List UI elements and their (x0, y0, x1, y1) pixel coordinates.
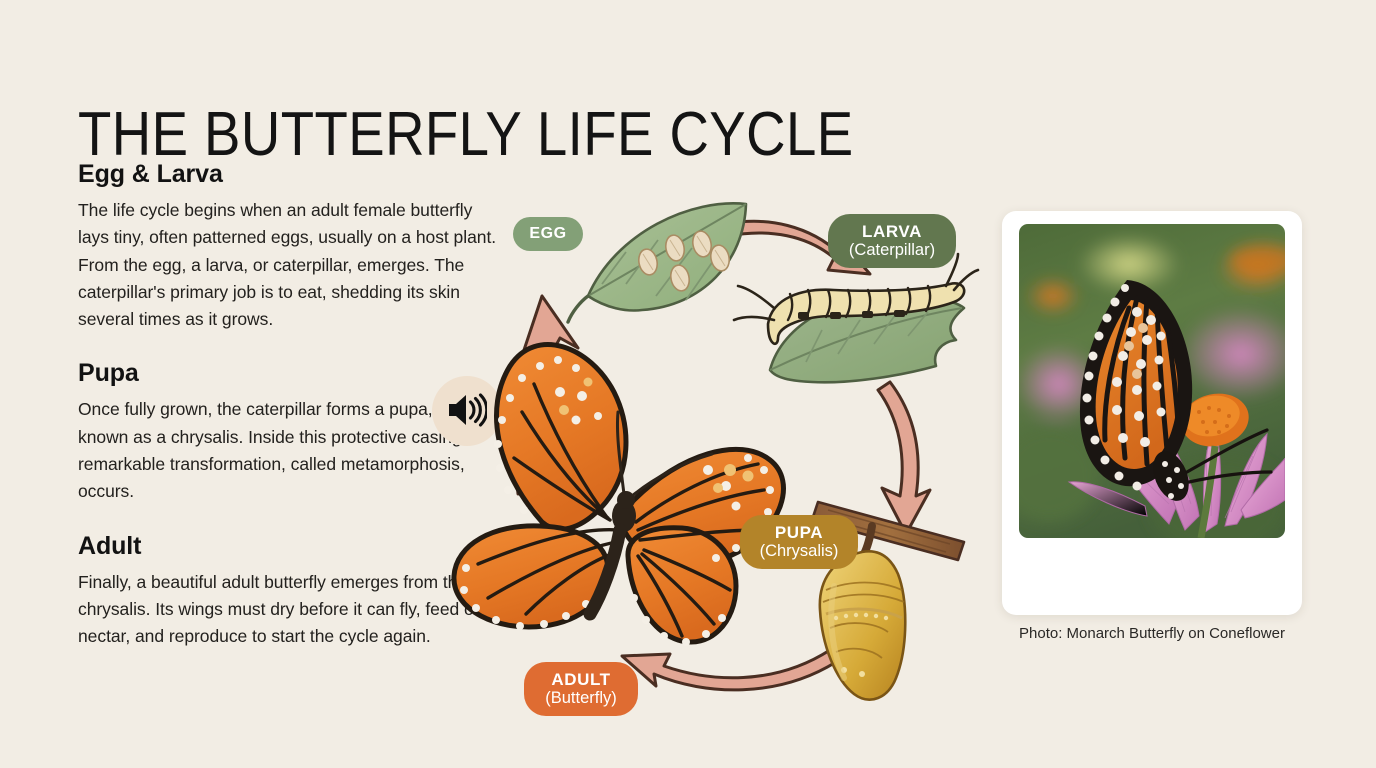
audio-play-button[interactable] (432, 376, 502, 446)
section-body-egg-larva: The life cycle begins when an adult fema… (78, 200, 497, 330)
life-cycle-diagram (430, 170, 990, 760)
arrow-pupa-to-adult (620, 648, 838, 692)
stage-badge-adult-label: ADULT (551, 670, 611, 690)
stage-badge-larva-sublabel: (Caterpillar) (848, 241, 936, 260)
stage-badge-egg-label: EGG (529, 225, 567, 243)
section-heading-adult: Adult (78, 531, 142, 560)
section-body-adult: Finally, a beautiful adult butterfly eme… (78, 571, 484, 647)
monarch-butterfly-illustration (451, 342, 786, 646)
arrow-larva-to-pupa (876, 380, 932, 536)
stage-badge-larva[interactable]: LARVA (Caterpillar) (828, 214, 956, 268)
section-body-pupa: Once fully grown, the caterpillar forms … (78, 399, 481, 502)
description-column: Egg & Larva The life cycle begins when a… (78, 160, 498, 677)
section-heading-egg-larva: Egg & Larva (78, 160, 223, 188)
photo-caption: Photo: Monarch Butterfly on Coneflower (1019, 625, 1285, 642)
stage-badge-pupa-sublabel: (Chrysalis) (759, 542, 839, 561)
section-egg-larva: Egg & Larva The life cycle begins when a… (78, 160, 498, 333)
stage-badge-egg[interactable]: EGG (513, 217, 583, 251)
stage-badge-larva-label: LARVA (862, 222, 922, 242)
caterpillar-on-leaf-illustration (732, 252, 980, 384)
photo-butterfly (1079, 280, 1273, 501)
stage-badge-pupa-label: PUPA (774, 523, 824, 543)
speaker-waves-icon (447, 392, 489, 430)
photo-image (1019, 224, 1285, 538)
section-pupa: Pupa Once fully grown, the caterpillar f… (78, 359, 498, 505)
section-heading-pupa: Pupa (78, 359, 139, 388)
chrysalis-on-branch-illustration (810, 500, 966, 701)
stage-badge-adult-sublabel: (Butterfly) (545, 689, 617, 708)
section-adult: Adult Finally, a beautiful adult butterf… (78, 532, 498, 651)
stage-badge-pupa[interactable]: PUPA (Chrysalis) (740, 515, 858, 569)
page-title: THE BUTTERFLY LIFE CYCLE (78, 99, 854, 169)
leaf-with-eggs-illustration (566, 202, 748, 324)
stage-badge-adult[interactable]: ADULT (Butterfly) (524, 662, 638, 716)
